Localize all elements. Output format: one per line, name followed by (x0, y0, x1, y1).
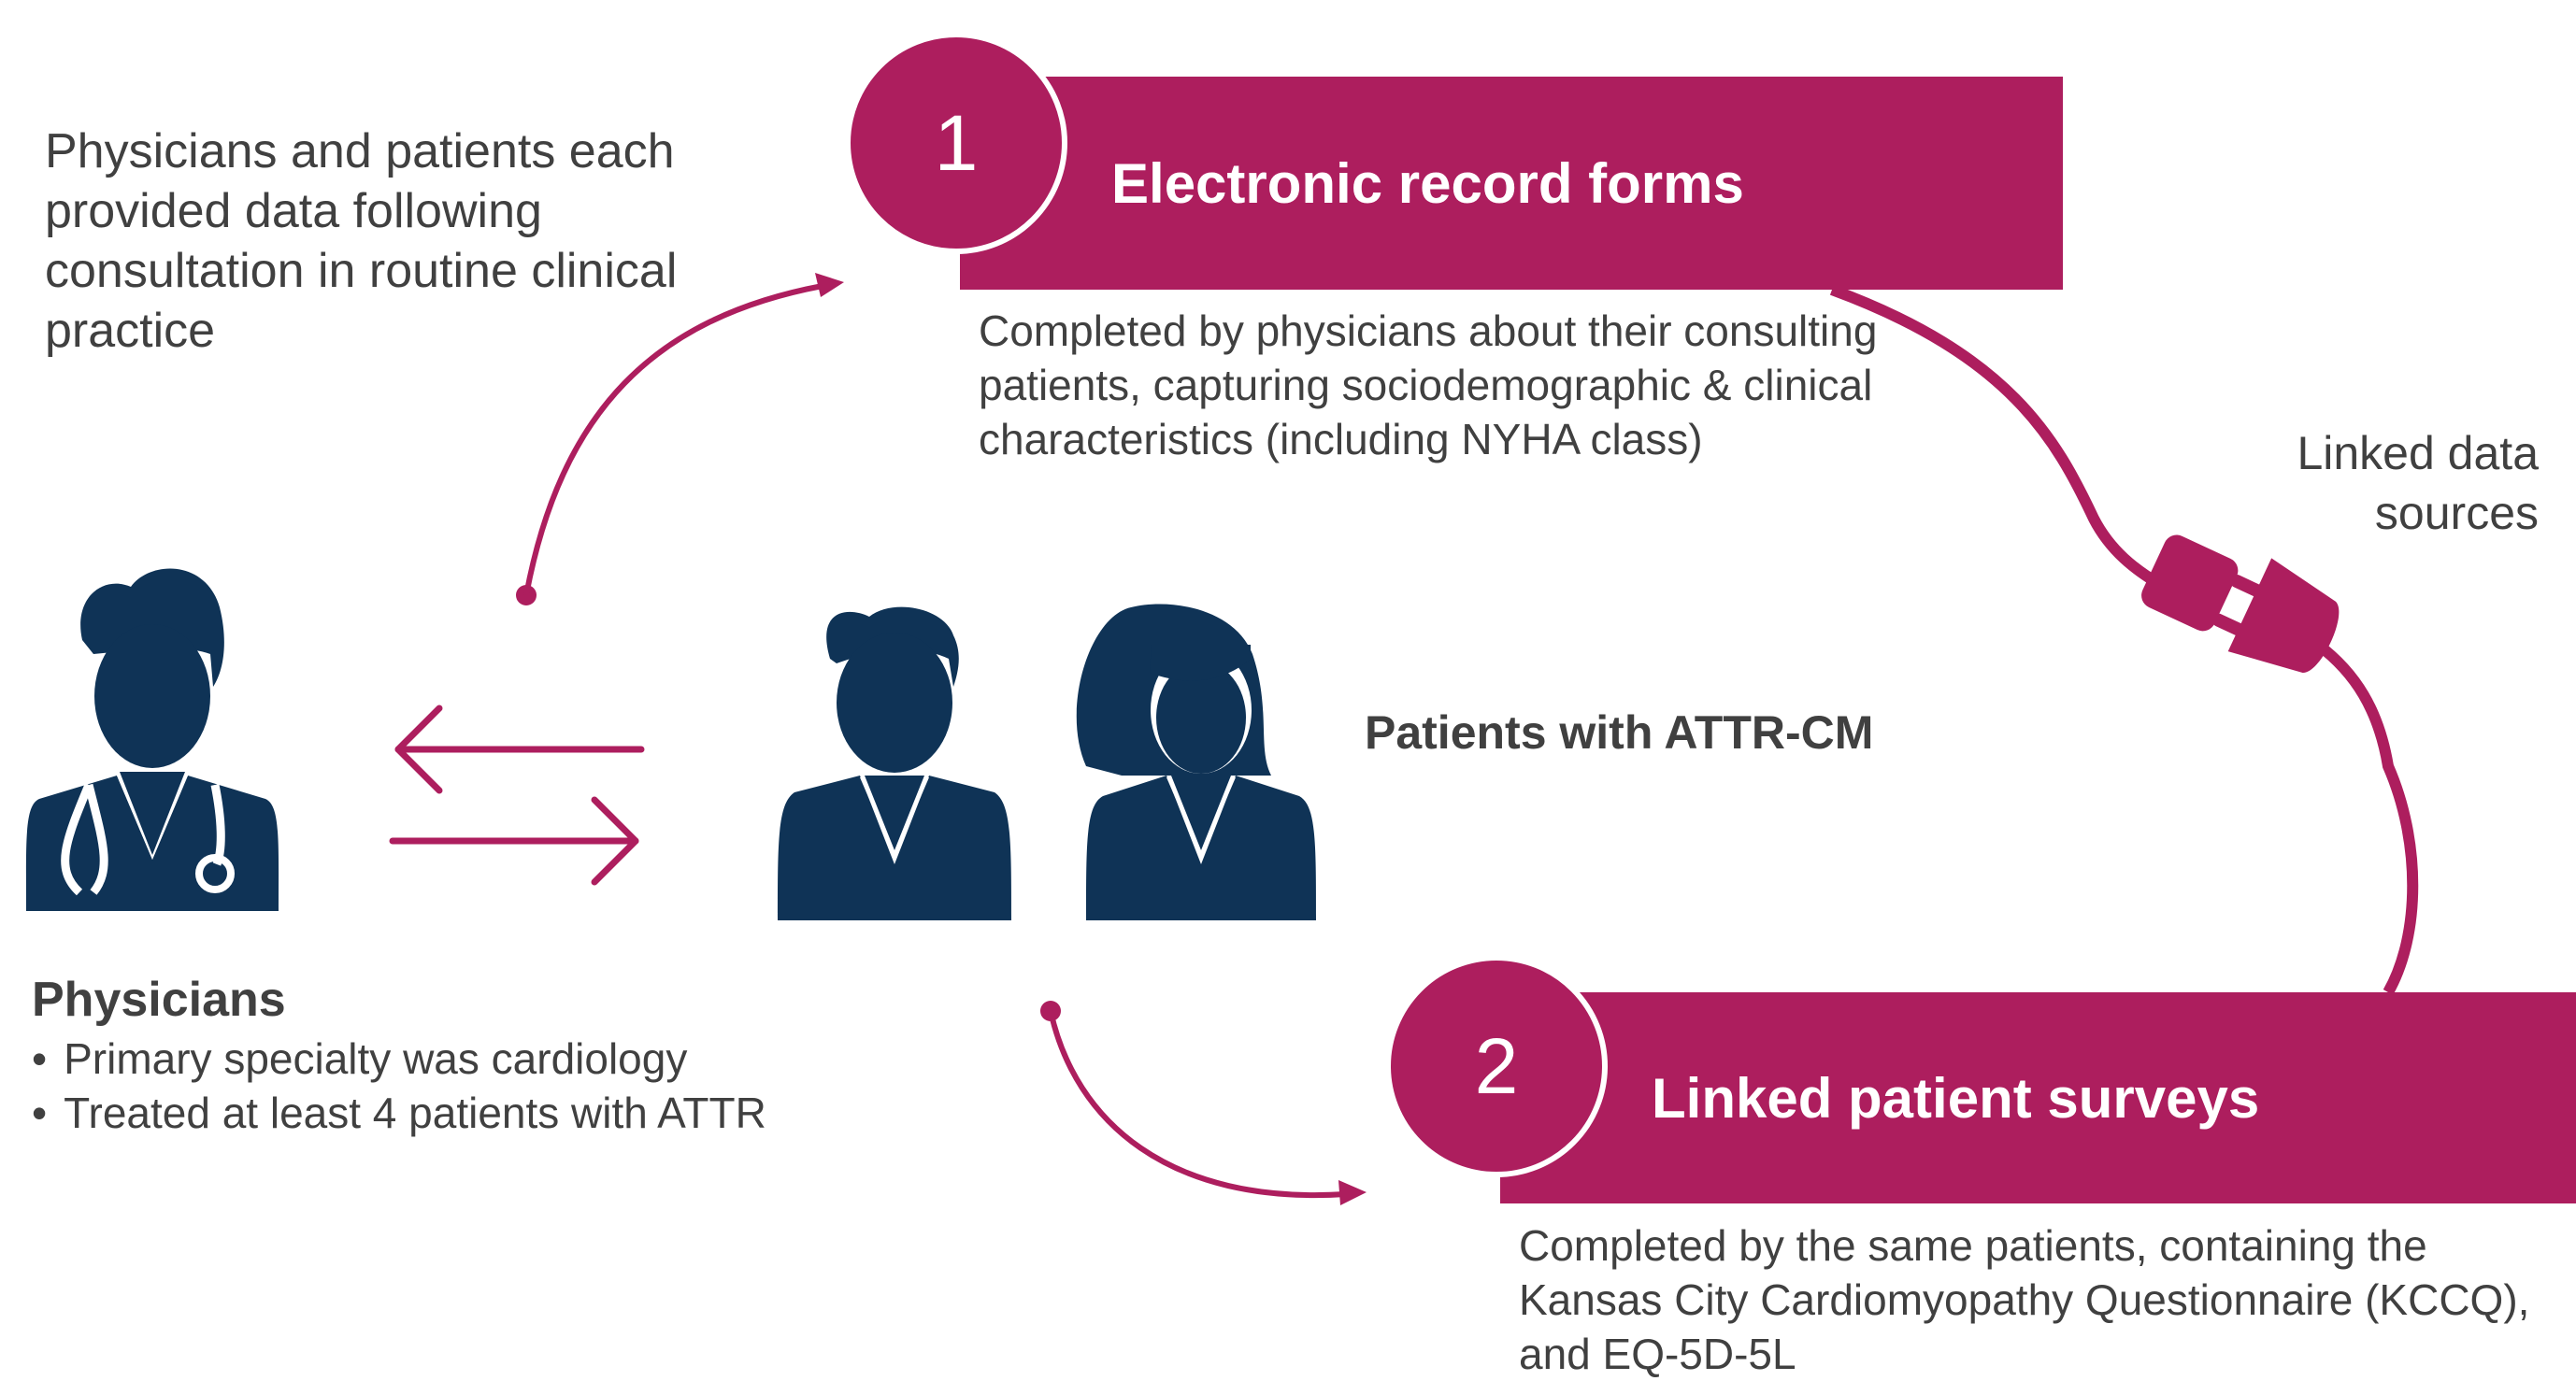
step1-title: Electronic record forms (1111, 151, 1744, 215)
female-patient-icon (1076, 604, 1316, 920)
step2-number-badge: 2 (1385, 955, 1608, 1177)
step2-title: Linked patient surveys (1652, 1066, 2260, 1130)
linked-data-label-line1: Linked data (2297, 427, 2539, 479)
physicians-title: Physicians (32, 973, 286, 1027)
step1-number-badge: 1 (845, 32, 1067, 254)
step2-banner: Linked patient surveys (1500, 992, 2576, 1203)
linked-data-label-line2: sources (2374, 487, 2539, 539)
intro-text: Physicians and patients each provided da… (45, 124, 678, 358)
exchange-arrows (389, 705, 645, 886)
curved-arrow-to-surveys (1040, 1001, 1367, 1205)
step1-banner: Electronic record forms (960, 77, 2063, 290)
physicians-bullet: Treated at least 4 patients with ATTR (32, 1086, 766, 1140)
step1-description: Completed by physicians about their cons… (979, 306, 1878, 463)
socket-icon (2227, 558, 2340, 673)
patients-label: Patients with ATTR-CM (1365, 706, 1874, 759)
curved-arrow-to-forms (516, 273, 844, 605)
physicians-bullet-list: Primary specialty was cardiology Treated… (32, 1032, 766, 1140)
doctor-icon (25, 568, 279, 911)
linked-data-cable (1829, 284, 2419, 995)
physicians-bullet: Primary specialty was cardiology (32, 1032, 766, 1086)
linked-data-label: Linked data sources (2297, 423, 2539, 543)
male-patient-icon (778, 606, 1011, 920)
step2-description: Completed by the same patients, containi… (1519, 1221, 2530, 1378)
